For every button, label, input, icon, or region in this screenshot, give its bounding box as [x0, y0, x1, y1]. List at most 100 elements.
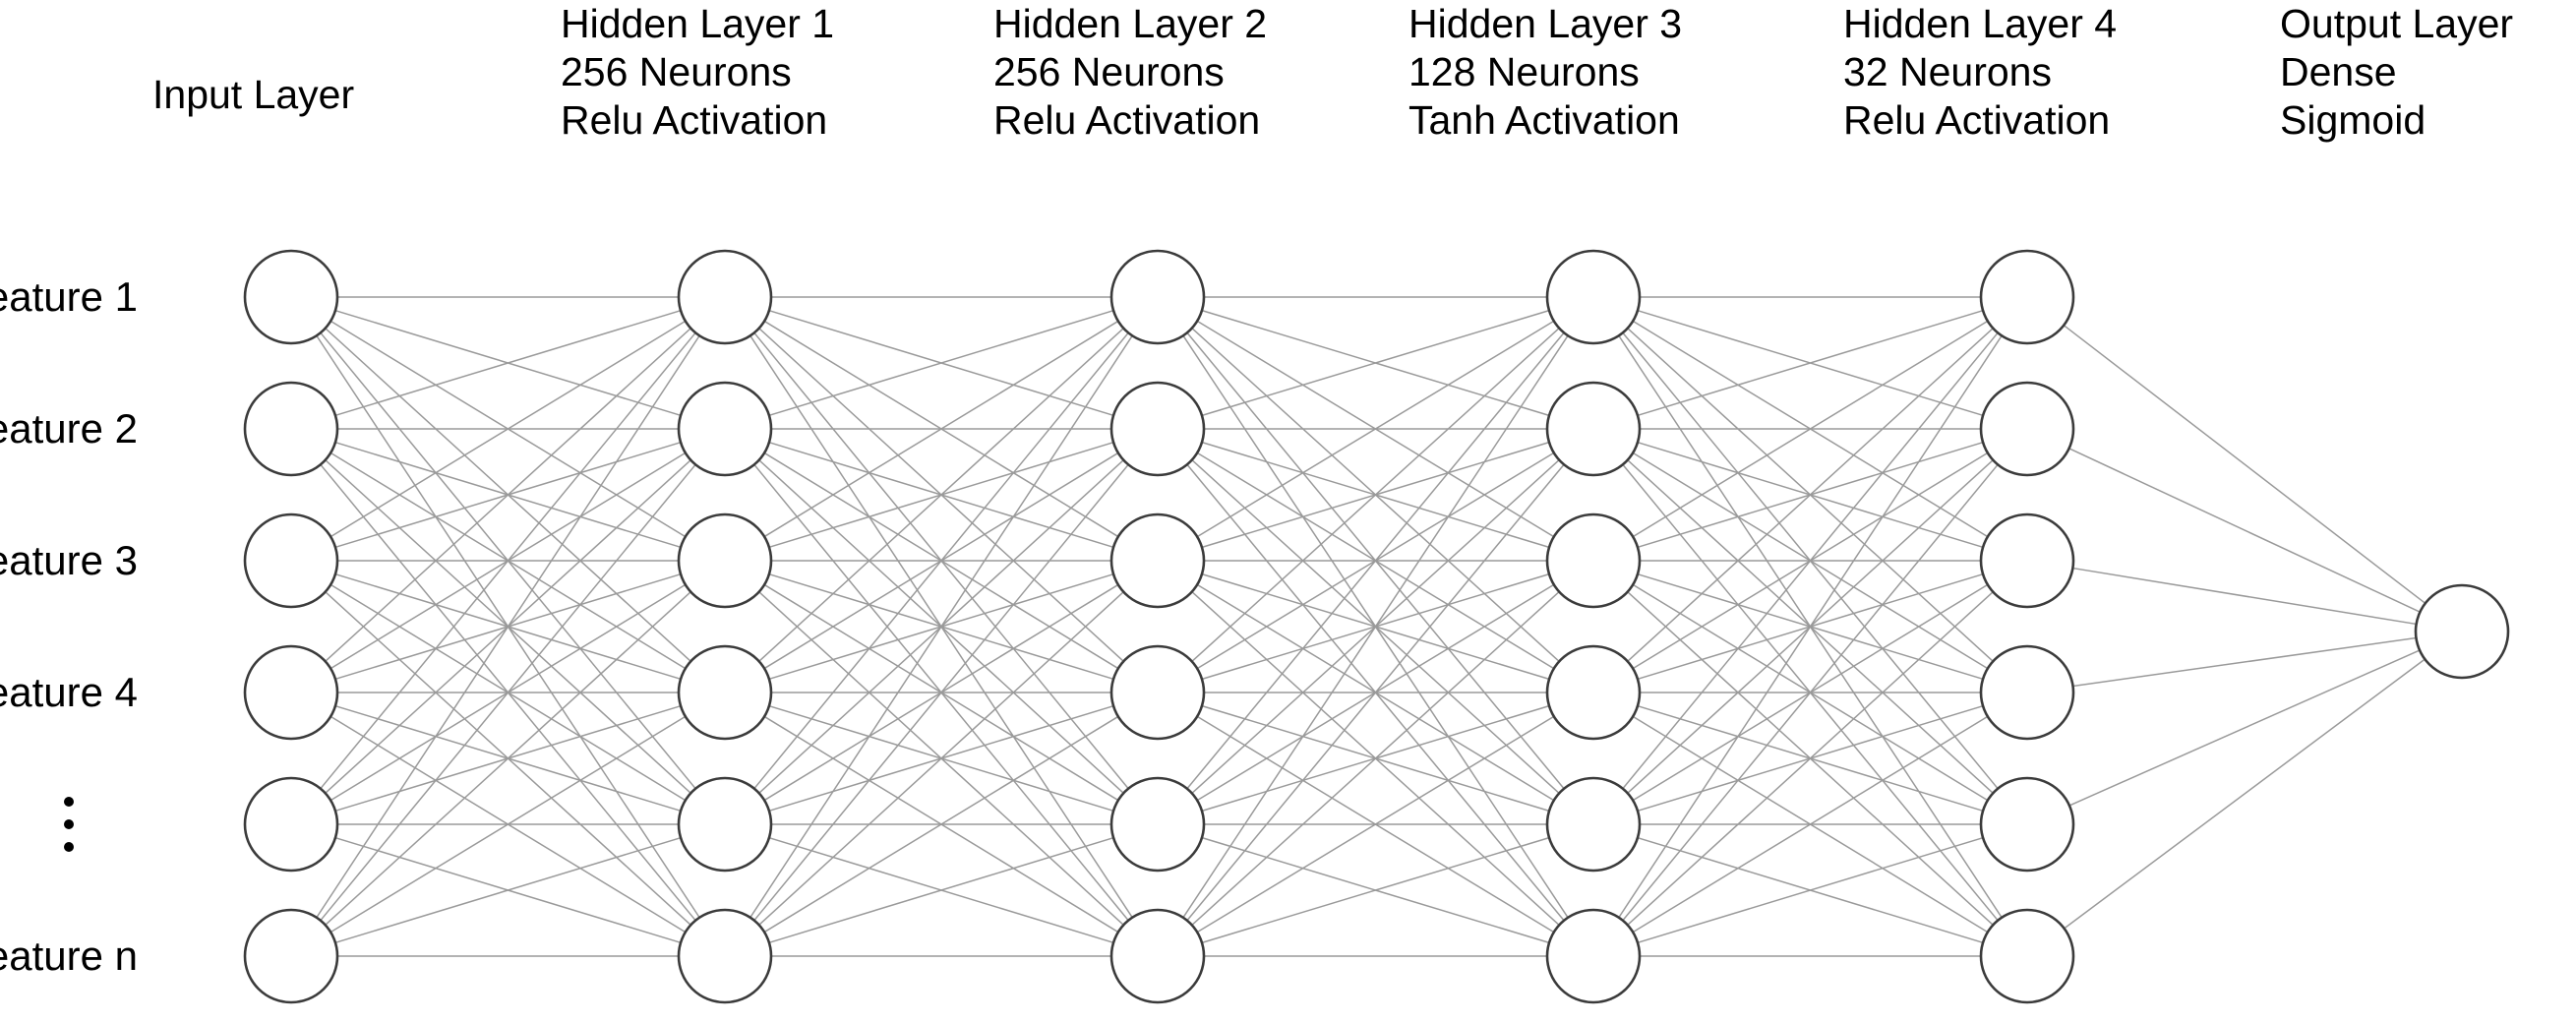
- connection-edge: [753, 331, 1129, 790]
- neuron-node-hidden-layer-1-3[interactable]: [677, 512, 773, 609]
- connection-edge: [329, 320, 687, 538]
- ellipsis-dot: [64, 842, 74, 852]
- neuron-node-hidden-layer-1-5[interactable]: [677, 776, 773, 873]
- connection-edge: [1186, 331, 1565, 790]
- connection-edge: [1191, 328, 1560, 662]
- connection-edge: [1627, 328, 1994, 662]
- input-feature-label-2: Feature 2: [0, 405, 138, 452]
- connection-edge: [1182, 334, 1569, 919]
- connection-edge: [329, 715, 687, 934]
- connection-edge: [1622, 331, 1999, 790]
- connection-edge: [2068, 448, 2421, 613]
- connection-edge: [1637, 836, 1984, 944]
- layer-header-line-1: Hidden Layer 2: [993, 1, 1268, 46]
- layer-header-line-2: Dense: [2280, 49, 2397, 94]
- layer-header-line-2: 256 Neurons: [993, 49, 1225, 94]
- neuron-node-hidden-layer-4-6[interactable]: [1979, 908, 2075, 1004]
- neuron-node-input-layer-1[interactable]: [243, 249, 339, 345]
- neuron-node-hidden-layer-3-1[interactable]: [1545, 249, 1642, 345]
- connection-edge: [320, 331, 696, 790]
- input-feature-label-3: Feature 3: [0, 537, 138, 583]
- connection-edge: [325, 591, 691, 926]
- neuron-node-hidden-layer-2-4[interactable]: [1109, 644, 1206, 741]
- vertical-ellipsis-icon: [64, 797, 74, 852]
- connection-edge: [320, 463, 696, 922]
- neuron-node-hidden-layer-3-5[interactable]: [1545, 776, 1642, 873]
- neuron-node-hidden-layer-4-3[interactable]: [1979, 512, 2075, 609]
- layer-header-line-1: Hidden Layer 4: [1843, 1, 2118, 46]
- connection-edge: [1201, 309, 1550, 417]
- neuron-node-hidden-layer-1-6[interactable]: [677, 908, 773, 1004]
- input-feature-label-4: Feature 4: [0, 669, 138, 715]
- connection-edges-group: [316, 296, 2426, 957]
- neuron-node-hidden-layer-4-4[interactable]: [1979, 644, 2075, 741]
- layer-header-line-2: 32 Neurons: [1843, 49, 2052, 94]
- connection-edge: [1622, 463, 1999, 922]
- connection-edge: [1632, 320, 1989, 538]
- connection-edge: [2063, 325, 2426, 604]
- layer-header-line-3: Relu Activation: [993, 97, 1261, 143]
- connection-edge: [316, 334, 700, 919]
- neuron-node-input-layer-2[interactable]: [243, 381, 339, 477]
- neuron-node-hidden-layer-1-4[interactable]: [677, 644, 773, 741]
- connection-edge: [768, 836, 1114, 944]
- layer-header-line-3: Sigmoid: [2280, 97, 2426, 143]
- neuron-node-hidden-layer-2-1[interactable]: [1109, 249, 1206, 345]
- ellipsis-dot: [64, 819, 74, 829]
- connection-edge: [1191, 591, 1560, 926]
- neuron-node-hidden-layer-2-5[interactable]: [1109, 776, 1206, 873]
- connection-edge: [2068, 649, 2421, 807]
- layer-header-line-1: Hidden Layer 1: [561, 1, 835, 46]
- connection-edge: [758, 328, 1124, 662]
- connection-edge: [334, 836, 682, 944]
- neuron-node-input-layer-6[interactable]: [243, 908, 339, 1004]
- connection-edge: [768, 309, 1114, 417]
- connection-edge: [1627, 591, 1994, 926]
- neuron-node-hidden-layer-3-6[interactable]: [1545, 908, 1642, 1004]
- neuron-node-output-layer-1[interactable]: [2414, 583, 2510, 680]
- neuron-node-hidden-layer-4-5[interactable]: [1979, 776, 2075, 873]
- neuron-node-hidden-layer-4-1[interactable]: [1979, 249, 2075, 345]
- neuron-node-hidden-layer-2-2[interactable]: [1109, 381, 1206, 477]
- layer-header-line-3: Tanh Activation: [1408, 97, 1680, 143]
- neuron-node-hidden-layer-3-4[interactable]: [1545, 644, 1642, 741]
- neuron-node-input-layer-5[interactable]: [243, 776, 339, 873]
- neuron-nodes-group: [243, 249, 2510, 1004]
- connection-edge: [758, 591, 1124, 926]
- layer-header-line-1: Output Layer: [2280, 1, 2514, 46]
- layer-header-line-3: Relu Activation: [1843, 97, 2111, 143]
- input-feature-label-6: Feature n: [0, 933, 138, 979]
- neuron-node-hidden-layer-4-2[interactable]: [1979, 381, 2075, 477]
- layer-header-line-2: 256 Neurons: [561, 49, 792, 94]
- input-feature-label-1: Feature 1: [0, 273, 138, 320]
- connection-edge: [1618, 334, 2003, 919]
- neuron-node-hidden-layer-2-6[interactable]: [1109, 908, 1206, 1004]
- ellipsis-dot: [64, 797, 74, 807]
- connection-edge: [1632, 715, 1989, 934]
- layer-header-line-3: Relu Activation: [561, 97, 828, 143]
- connection-edge: [334, 309, 682, 417]
- neuron-node-hidden-layer-2-3[interactable]: [1109, 512, 1206, 609]
- connection-edge: [753, 463, 1129, 922]
- neuron-node-hidden-layer-3-2[interactable]: [1545, 381, 1642, 477]
- connection-edge: [763, 320, 1119, 538]
- neuron-node-hidden-layer-1-2[interactable]: [677, 381, 773, 477]
- connection-edge: [1201, 836, 1550, 944]
- neuron-node-hidden-layer-1-1[interactable]: [677, 249, 773, 345]
- connection-edge: [749, 334, 1133, 919]
- neuron-node-input-layer-4[interactable]: [243, 644, 339, 741]
- connection-edge: [763, 715, 1119, 934]
- neuron-node-hidden-layer-3-3[interactable]: [1545, 512, 1642, 609]
- layer-header-line-1: Input Layer: [152, 72, 355, 117]
- connection-edge: [2072, 567, 2417, 626]
- neuron-node-input-layer-3[interactable]: [243, 512, 339, 609]
- connection-edge: [325, 328, 691, 662]
- connection-edge: [1196, 715, 1555, 934]
- layer-header-input-layer: Input Layer: [152, 71, 354, 119]
- connection-edge: [1637, 309, 1984, 417]
